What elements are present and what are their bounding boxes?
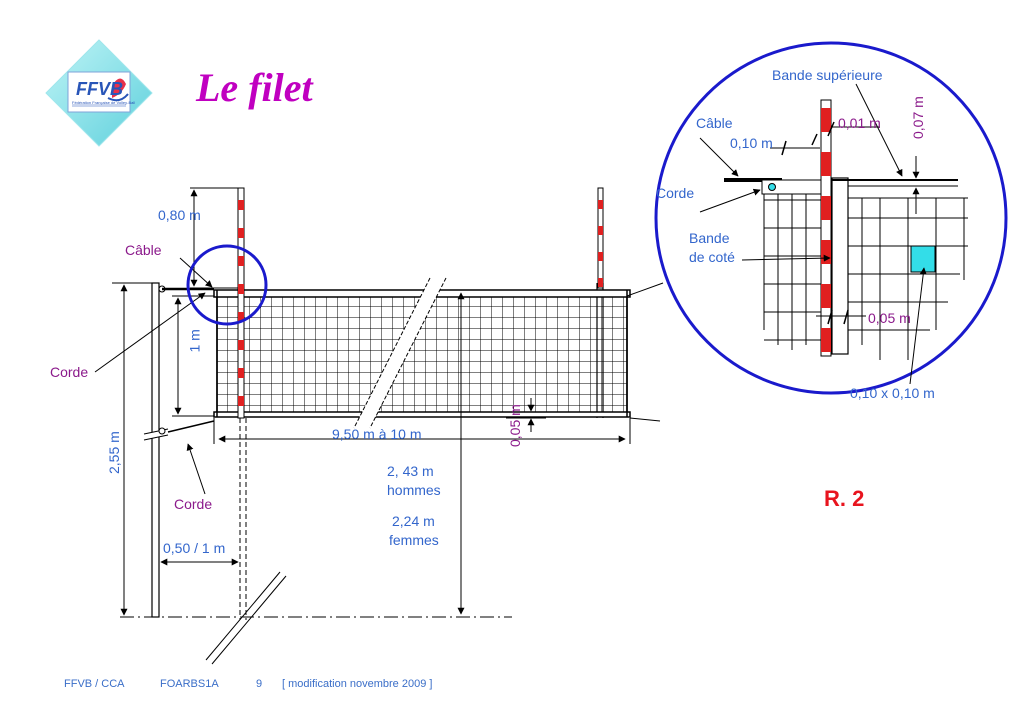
detail-mesh-size: 0,10 x 0,10 m	[850, 385, 935, 401]
page-title: Le filet	[196, 65, 313, 110]
label-post-height: 2,55 m	[106, 431, 122, 474]
detail-side-band-1: Bande	[689, 230, 730, 246]
label-rope-bottom: Corde	[174, 496, 213, 512]
detail-rope: Corde	[656, 185, 695, 201]
label-antenna-height: 0,80 m	[158, 207, 201, 223]
detail-cable-width: 0,10 m	[730, 135, 773, 151]
footer-page: 9	[256, 678, 263, 690]
label-men: hommes	[387, 482, 441, 498]
footer-code: FOARBS1A	[160, 678, 219, 690]
detail-side-band-2: de coté	[689, 249, 735, 265]
label-rope-top: Corde	[50, 364, 89, 380]
detail-cable: Câble	[696, 115, 733, 131]
detail-band-height: 0,07 m	[910, 96, 926, 139]
footer-note: [ modification novembre 2009 ]	[282, 678, 433, 690]
label-women: femmes	[389, 532, 439, 548]
label-cable: Câble	[125, 242, 162, 258]
label-women-height: 2,24 m	[392, 513, 435, 529]
label-bottom-band: 0,05 m	[507, 404, 523, 447]
detail-top-band: Bande supérieure	[772, 67, 883, 83]
logo-text: FFVB	[76, 79, 123, 99]
detail-antenna-width: 0,01 m	[838, 115, 881, 131]
logo-subtext: Fédération Française de Volley-Ball	[72, 100, 136, 105]
label-post-distance: 0,50 / 1 m	[163, 540, 226, 556]
label-men-height: 2, 43 m	[387, 463, 434, 479]
label-net-height-band: 1 m	[186, 329, 203, 353]
reference-label: R. 2	[824, 486, 865, 511]
label-net-length: 9,50 m à 10 m	[332, 426, 422, 442]
detail-side-band-width: 0,05 m	[868, 310, 911, 326]
footer-org: FFVB / CCA	[64, 678, 125, 690]
